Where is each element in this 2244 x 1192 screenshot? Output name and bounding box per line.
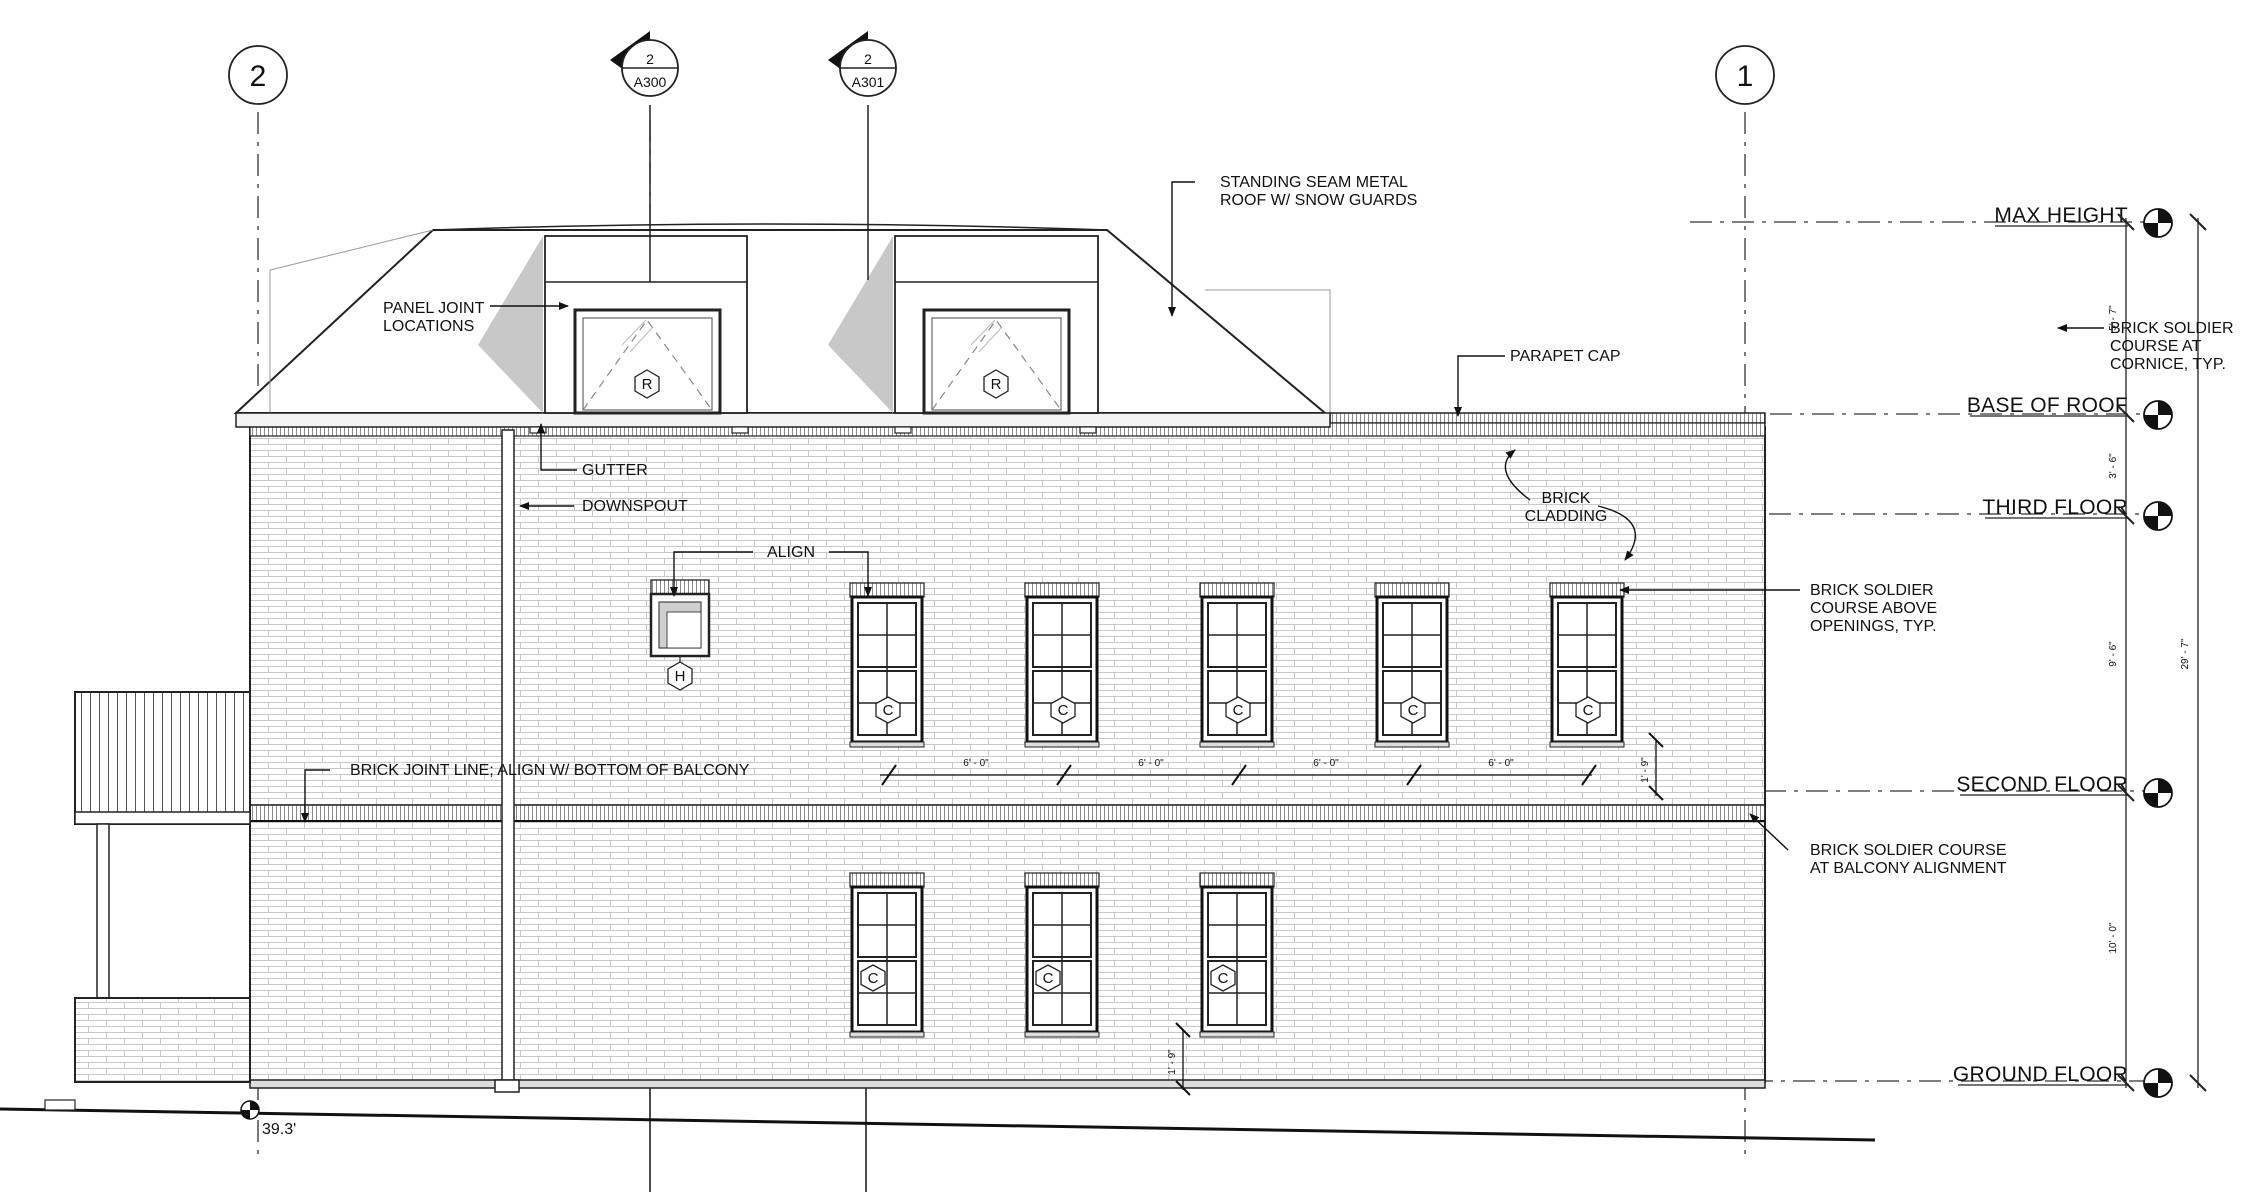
- window-tag: C: [1210, 964, 1236, 992]
- window-tag: C: [860, 964, 886, 992]
- dim-third-to-second: 9' - 6": [2108, 641, 2119, 667]
- parapet-cap: [1329, 412, 1766, 424]
- small-window: [649, 579, 711, 658]
- dormer-tag-right: R: [983, 369, 1009, 399]
- window-tag-label: C: [1408, 702, 1419, 719]
- window: [1024, 582, 1100, 748]
- svg-text:2: 2: [864, 51, 872, 67]
- note-gutter: GUTTER: [582, 462, 648, 479]
- dim-spacing-1: 6' - 0": [963, 758, 989, 769]
- window-tag-label: C: [1058, 702, 1069, 719]
- level-third-floor: THIRD FLOOR: [1982, 496, 2173, 531]
- window-tag: C: [1575, 696, 1601, 724]
- window-tag-label: C: [1043, 970, 1054, 987]
- svg-text:BASE OF ROOF: BASE OF ROOF: [1967, 394, 2128, 417]
- window-tag: C: [875, 696, 901, 724]
- window-tag: C: [1400, 696, 1426, 724]
- svg-text:THIRD FLOOR: THIRD FLOOR: [1982, 496, 2128, 519]
- svg-text:A301: A301: [852, 74, 885, 90]
- balcony-soldier-course: [249, 804, 1766, 822]
- spot-elevation: 39.3': [240, 1100, 296, 1138]
- svg-text:2: 2: [250, 60, 267, 93]
- dim-second-to-ground: 10' - 0": [2108, 922, 2119, 953]
- dim-overall-height: 29' - 7": [2180, 638, 2191, 669]
- window-spacing-dimension: [880, 764, 1597, 786]
- dim-sill-upper: 1' - 9": [1640, 757, 1651, 783]
- window: [1024, 872, 1100, 1038]
- vertical-dimensions: [2117, 213, 2207, 1092]
- section-marker-a301: 2 A301: [828, 31, 897, 280]
- wall-base: [249, 1079, 1766, 1089]
- grid-bubble-1: 1: [1715, 45, 1775, 105]
- level-ground-floor: GROUND FLOOR: [1953, 1063, 2173, 1098]
- brick-wall: [249, 426, 1766, 1083]
- ground-line: [0, 1107, 1876, 1142]
- svg-text:39.3': 39.3': [262, 1121, 296, 1138]
- svg-text:H: H: [675, 668, 686, 685]
- note-joint-line: BRICK JOINT LINE; ALIGN W/ BOTTOM OF BAL…: [350, 762, 750, 779]
- grid-bubble-2: 2: [228, 45, 288, 105]
- svg-text:MAX HEIGHT: MAX HEIGHT: [1994, 204, 2128, 227]
- balcony: [44, 691, 251, 1111]
- dim-spacing-3: 6' - 0": [1313, 758, 1339, 769]
- window-tag: C: [1035, 964, 1061, 992]
- sill-dimension-upper: [1648, 732, 1664, 801]
- window-tag: C: [1225, 696, 1251, 724]
- dim-spacing-2: 6' - 0": [1138, 758, 1164, 769]
- svg-text:R: R: [642, 376, 653, 393]
- small-window-tag: H: [667, 656, 693, 691]
- leaders: [301, 181, 2104, 851]
- note-parapet-cap: PARAPET CAP: [1510, 348, 1621, 365]
- dormer-tag-left: R: [634, 369, 660, 399]
- level-second-floor: SECOND FLOOR: [1956, 773, 2173, 808]
- window-tag-label: C: [868, 970, 879, 987]
- dim-sill-lower: 1' - 9": [1167, 1049, 1178, 1075]
- sill-dimension-lower: [1175, 1022, 1191, 1096]
- section-marker-a300: 2 A300: [610, 31, 679, 282]
- dim-roof-to-third: 3' - 6": [2108, 453, 2119, 479]
- dim-spacing-4: 6' - 0": [1488, 758, 1514, 769]
- note-align: ALIGN: [767, 544, 815, 561]
- downspout: [494, 429, 520, 1093]
- window-tag-label: C: [883, 702, 894, 719]
- windows: C C C C C C C C: [849, 582, 1625, 1038]
- svg-text:1: 1: [1737, 60, 1754, 93]
- level-base-of-roof: BASE OF ROOF: [1967, 394, 2173, 430]
- window-tag-label: C: [1233, 702, 1244, 719]
- window-tag: C: [1050, 696, 1076, 724]
- window-tag-label: C: [1583, 702, 1594, 719]
- svg-text:R: R: [991, 376, 1002, 393]
- svg-text:SECOND FLOOR: SECOND FLOOR: [1956, 773, 2128, 796]
- window: [849, 872, 925, 1038]
- note-downspout: DOWNSPOUT: [582, 498, 688, 515]
- window: [1199, 872, 1275, 1038]
- dim-max-to-roof: 5' - 7": [2108, 305, 2119, 331]
- window-tag-label: C: [1218, 970, 1229, 987]
- level-max-height: MAX HEIGHT: [1994, 204, 2173, 238]
- svg-text:GROUND FLOOR: GROUND FLOOR: [1953, 1063, 2128, 1086]
- svg-text:A300: A300: [634, 74, 667, 90]
- svg-text:2: 2: [646, 51, 654, 67]
